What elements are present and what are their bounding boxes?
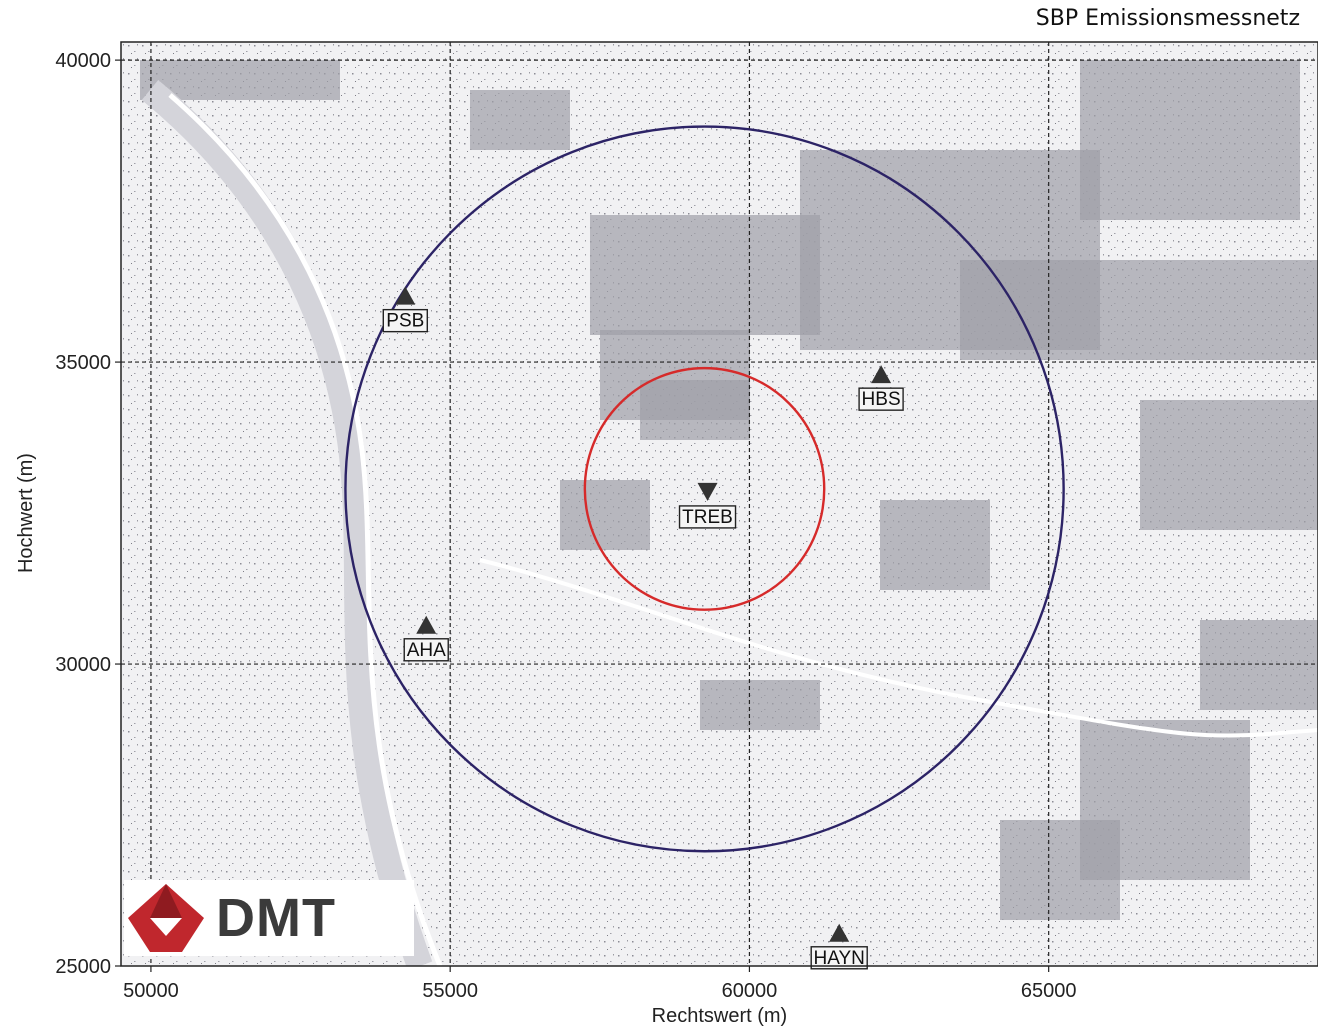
- station-marker-icon: [697, 482, 718, 501]
- page-title: SBP Emissionsmessnetz: [1035, 6, 1300, 31]
- radius-rings: [344, 125, 1065, 853]
- station-label-box: [678, 505, 737, 529]
- terrain-patch: [700, 680, 820, 730]
- station-label: HBS: [862, 389, 901, 410]
- inner-ring: [583, 366, 826, 611]
- station-label: AHA: [407, 640, 446, 661]
- terrain-patch: [590, 215, 820, 335]
- station-label-box: [810, 946, 868, 970]
- station-label-box: [403, 638, 449, 662]
- grid-lines: [121, 42, 1318, 966]
- station-label: PSB: [386, 311, 424, 332]
- plot-frame: [120, 41, 1318, 967]
- terrain-patch: [1000, 820, 1120, 920]
- station-marker-icon: [871, 365, 892, 384]
- terrain-patch: [960, 260, 1318, 360]
- y-axis-ticks: 40000 35000 30000 25000: [55, 50, 121, 978]
- station-markers: PSB HBS TREB AHA HAYN: [382, 286, 904, 970]
- station-treb[interactable]: TREB: [678, 482, 737, 529]
- dmt-logo-icon: [128, 884, 204, 952]
- x-axis-ticks: 50000 55000 60000 65000: [123, 966, 1076, 1002]
- road-path: [168, 93, 443, 966]
- station-aha[interactable]: AHA: [403, 615, 449, 662]
- station-hayn[interactable]: HAYN: [810, 923, 868, 970]
- x-axis-title: Rechtswert (m): [652, 1005, 788, 1027]
- station-hbs[interactable]: HBS: [858, 365, 904, 411]
- terrain-patch: [1140, 400, 1318, 530]
- terrain-patch: [880, 500, 990, 590]
- y-tick-label: 30000: [55, 654, 111, 676]
- dmt-logo-text: DMT: [216, 888, 336, 948]
- station-marker-icon: [416, 615, 437, 634]
- station-psb[interactable]: PSB: [382, 286, 428, 333]
- station-marker-icon: [829, 923, 850, 942]
- station-label-box: [858, 387, 904, 411]
- station-marker-icon: [395, 286, 416, 305]
- station-label: TREB: [682, 507, 733, 528]
- road-path: [479, 558, 1318, 738]
- terrain-patch: [560, 480, 650, 550]
- x-tick-label: 65000: [1021, 980, 1077, 1002]
- station-label-box: [382, 308, 428, 333]
- x-tick-label: 50000: [123, 980, 179, 1002]
- terrain-patch: [470, 90, 570, 150]
- x-tick-label: 60000: [722, 980, 778, 1002]
- x-tick-label: 55000: [422, 980, 478, 1002]
- outer-ring: [344, 125, 1065, 853]
- terrain-patch: [1080, 60, 1300, 220]
- river-path: [141, 79, 433, 966]
- dmt-logo: DMT: [124, 880, 414, 956]
- y-tick-label: 25000: [55, 956, 111, 978]
- y-axis-title: Hochwert (m): [15, 453, 37, 573]
- plot-border: [120, 41, 1318, 967]
- terrain-patch: [1200, 620, 1318, 710]
- station-label: HAYN: [814, 948, 865, 969]
- y-tick-label: 35000: [55, 352, 111, 374]
- y-tick-label: 40000: [55, 50, 111, 72]
- map-background: [121, 42, 1318, 966]
- terrain-patch: [640, 380, 750, 440]
